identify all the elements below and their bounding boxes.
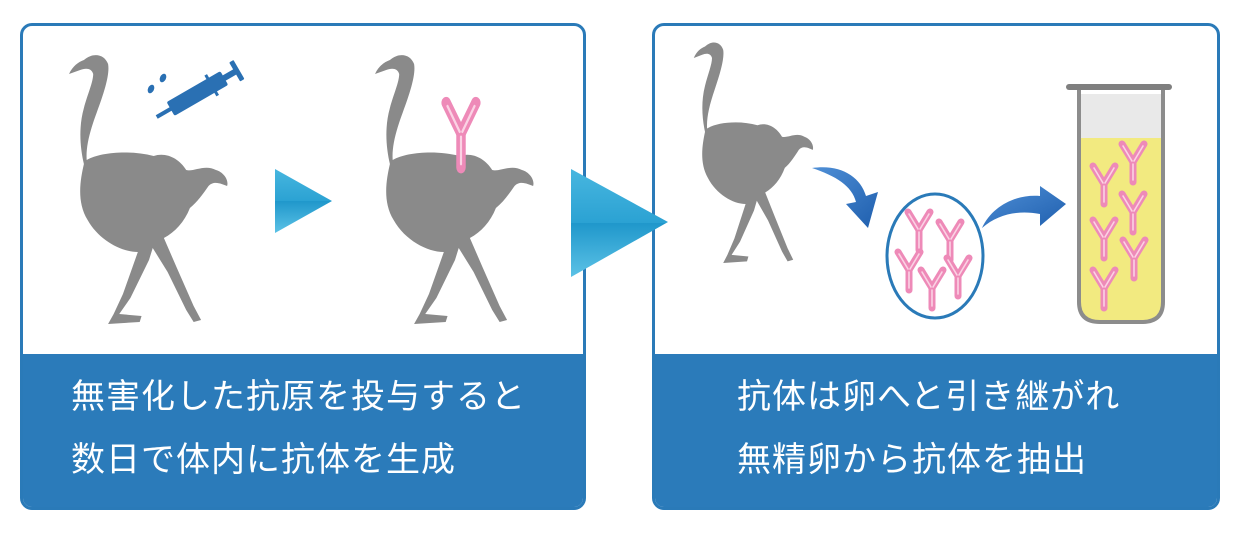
panel-immunization: 無害化した抗原を投与すると 数日で体内に抗体を生成 xyxy=(20,23,586,510)
caption-extraction: 抗体は卵へと引き継がれ 無精卵から抗体を抽出 xyxy=(655,354,1217,507)
ostrich-silhouette-3 xyxy=(693,42,814,264)
syringe-icon xyxy=(155,60,245,119)
caption-line-1: 無害化した抗原を投与すると xyxy=(71,377,526,417)
caption-line-2: 無精卵から抗体を抽出 xyxy=(737,440,1087,480)
curved-arrow-to-egg xyxy=(812,167,878,228)
caption-immunization: 無害化した抗原を投与すると 数日で体内に抗体を生成 xyxy=(23,354,583,507)
egg-with-antibodies xyxy=(885,192,985,320)
caption-line-1: 抗体は卵へと引き継がれ xyxy=(737,377,1121,417)
step-arrow-large xyxy=(571,169,668,277)
test-tube-with-antibodies xyxy=(1066,84,1172,324)
step-arrow-small xyxy=(275,169,332,233)
ostrich-silhouette-2 xyxy=(375,55,534,325)
liquid-drops-icon xyxy=(147,73,167,94)
caption-line-2: 数日で体内に抗体を生成 xyxy=(71,440,456,480)
curved-arrow-to-tube xyxy=(982,186,1066,228)
